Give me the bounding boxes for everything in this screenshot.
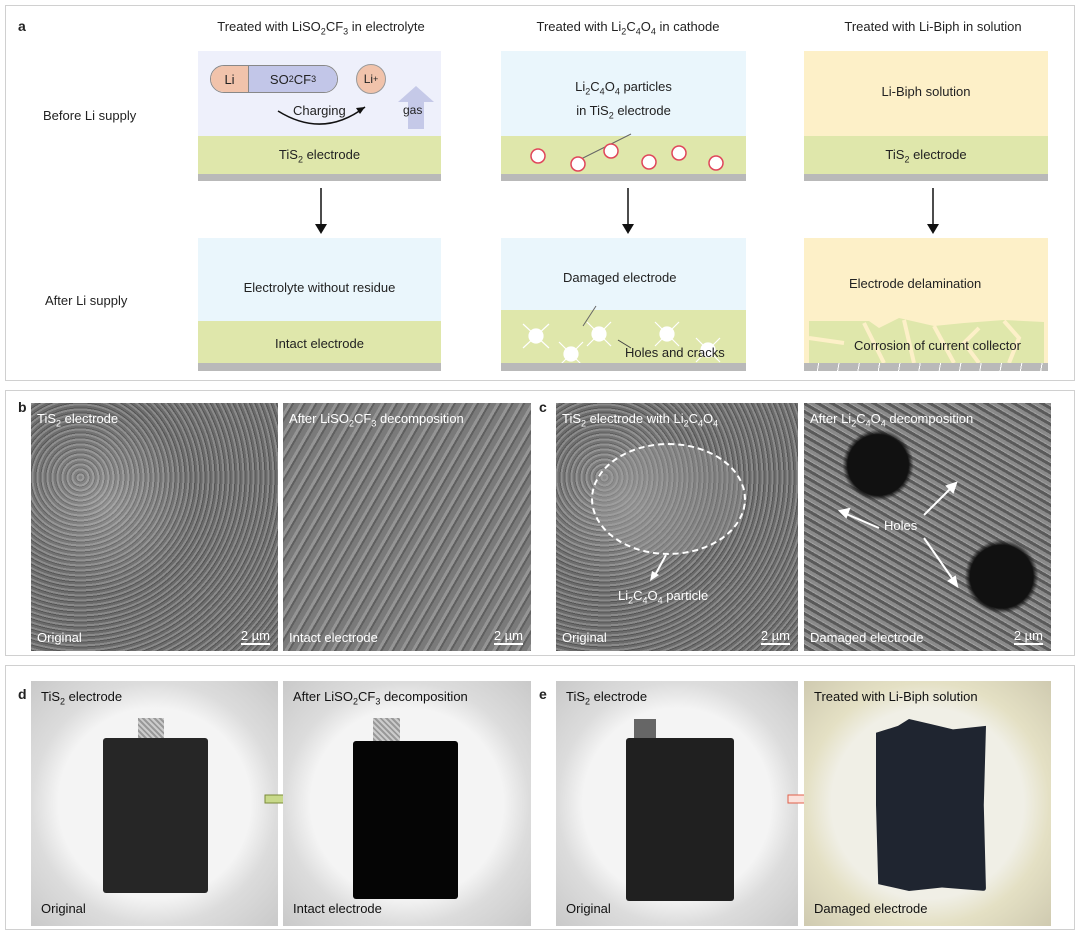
electrode-label: TiS2 electrode [885,147,967,165]
damaged-electrode-sheet [876,719,986,891]
particles-label: Li2C4O4 particles [575,79,672,97]
photo-original-d: TiS2 electrode Original [31,681,278,926]
after-bottom-label: Corrosion of current collector [854,338,1021,353]
electrode-layer [198,136,441,174]
image-title: TiS2 electrode with Li2C4O4 [562,411,719,429]
holes-label: Holes [884,518,918,533]
electrode-sheet [103,738,208,893]
photo-after-d: After LiSO2CF3 decomposition Intact elec… [283,681,531,926]
particle-label: Li2C4O4 particle [618,588,709,606]
image-caption: Damaged electrode [814,901,928,916]
delamination-icon [808,318,1044,363]
scale-bar: 2 µm [1013,628,1043,645]
image-title: After LiSO2CF3 decomposition [289,411,464,429]
before-solution-diagram: Li-Biph solution TiS2 electrode [804,51,1048,181]
electrode-tab [373,718,400,743]
row-label-before: Before Li supply [43,108,137,123]
after-electrolyte-diagram: Electrolyte without residue Intact elect… [198,238,441,371]
after-bottom-label: Intact electrode [275,336,364,351]
particle-outline [591,443,746,555]
holes-icon [522,305,721,367]
before-cathode-diagram: Li2C4O4 particles in TiS2 electrode [501,51,746,181]
particles-label-line2: in TiS2 electrode [576,103,671,121]
panel-label-e: e [539,686,547,702]
after-bottom-label: Holes and cracks [625,345,725,360]
after-top-label: Damaged electrode [563,270,677,285]
down-arrow-icon [622,188,634,234]
charging-arrow-icon [277,106,366,125]
image-title: After LiSO2CF3 decomposition [293,689,468,707]
down-arrow-icon [927,188,939,234]
sem-image-original-b: TiS2 electrode Original 2 µm [31,403,278,651]
panel-label-b: b [18,399,27,415]
current-collector [198,174,441,181]
current-collector [804,174,1048,181]
image-title: Treated with Li-Biph solution [814,689,978,704]
electrode-sheet [353,741,458,899]
image-caption: Intact electrode [293,901,382,916]
scale-bar: 2 µm [760,628,790,645]
electrode-layer [198,321,441,363]
electrode-tab [138,718,164,740]
electrode-layer [804,136,1048,174]
li-label: Li [211,66,249,92]
holes-arrows-icon [838,481,959,589]
scale-bar: 2 µm [240,628,270,645]
image-title: After Li2C4O4 decomposition [810,411,974,429]
photo-original-e: TiS2 electrode Original [556,681,798,926]
corroded-current-collector [804,363,1048,371]
image-caption: Damaged electrode [810,630,924,645]
sem-image-after-b: After LiSO2CF3 decomposition Intact elec… [283,403,531,651]
image-caption: Original [566,901,611,916]
solution-label: Li-Biph solution [881,84,971,99]
column-header-1: Treated with LiSO2CF3 in electrolyte [217,19,425,37]
image-caption: Original [562,630,607,645]
gas-label: gas [403,103,423,117]
after-top-label: Electrolyte without residue [243,280,396,295]
photo-after-e: Treated with Li-Biph solution Damaged el… [804,681,1051,926]
current-collector [501,363,746,371]
electrode-sheet [626,738,734,901]
after-top-label: Electrode delamination [849,276,982,291]
image-caption: Original [37,630,82,645]
after-solution-diagram: Electrode delamination Corrosion of curr… [804,238,1048,371]
electrode-tab [634,719,656,741]
row-label-after: After Li supply [45,293,128,308]
panel-label-c: c [539,399,547,415]
gas-arrow-icon [398,86,434,129]
panel-label-a: a [18,18,26,34]
particles-icon [530,133,724,172]
sem-image-after-c: After Li2C4O4 decomposition Holes Damage… [804,403,1051,651]
panel-label-d: d [18,686,27,702]
image-caption: Original [41,901,86,916]
image-title: TiS2 electrode [41,689,123,707]
sem-image-original-c: TiS2 electrode with Li2C4O4 Li2C4O4 part… [556,403,798,651]
image-title: TiS2 electrode [566,689,648,707]
current-collector [198,363,441,371]
panel-de: d e TiS2 electrode Original After LiSO2C… [5,665,1075,930]
charging-label: Charging [293,103,346,118]
electrode-label: TiS2 electrode [278,147,361,165]
after-cathode-diagram: Damaged electrode Holes and cracks [501,238,746,371]
li-ion: Li+ [356,64,386,94]
image-title: TiS2 electrode [37,411,119,429]
current-collector [501,174,746,181]
panel-bc: b c TiS2 electrode Original 2 µm After L… [5,390,1075,656]
image-caption: Intact electrode [289,630,378,645]
down-arrow-icon [315,188,327,234]
column-header-2: Treated with Li2C4O4 in cathode [536,19,720,37]
particle-arrow-icon [650,554,667,581]
column-header-3: Treated with Li-Biph in solution [844,19,1022,34]
panel-a: a Treated with LiSO2CF3 in electrolyte T… [5,5,1075,381]
scale-bar: 2 µm [493,628,523,645]
